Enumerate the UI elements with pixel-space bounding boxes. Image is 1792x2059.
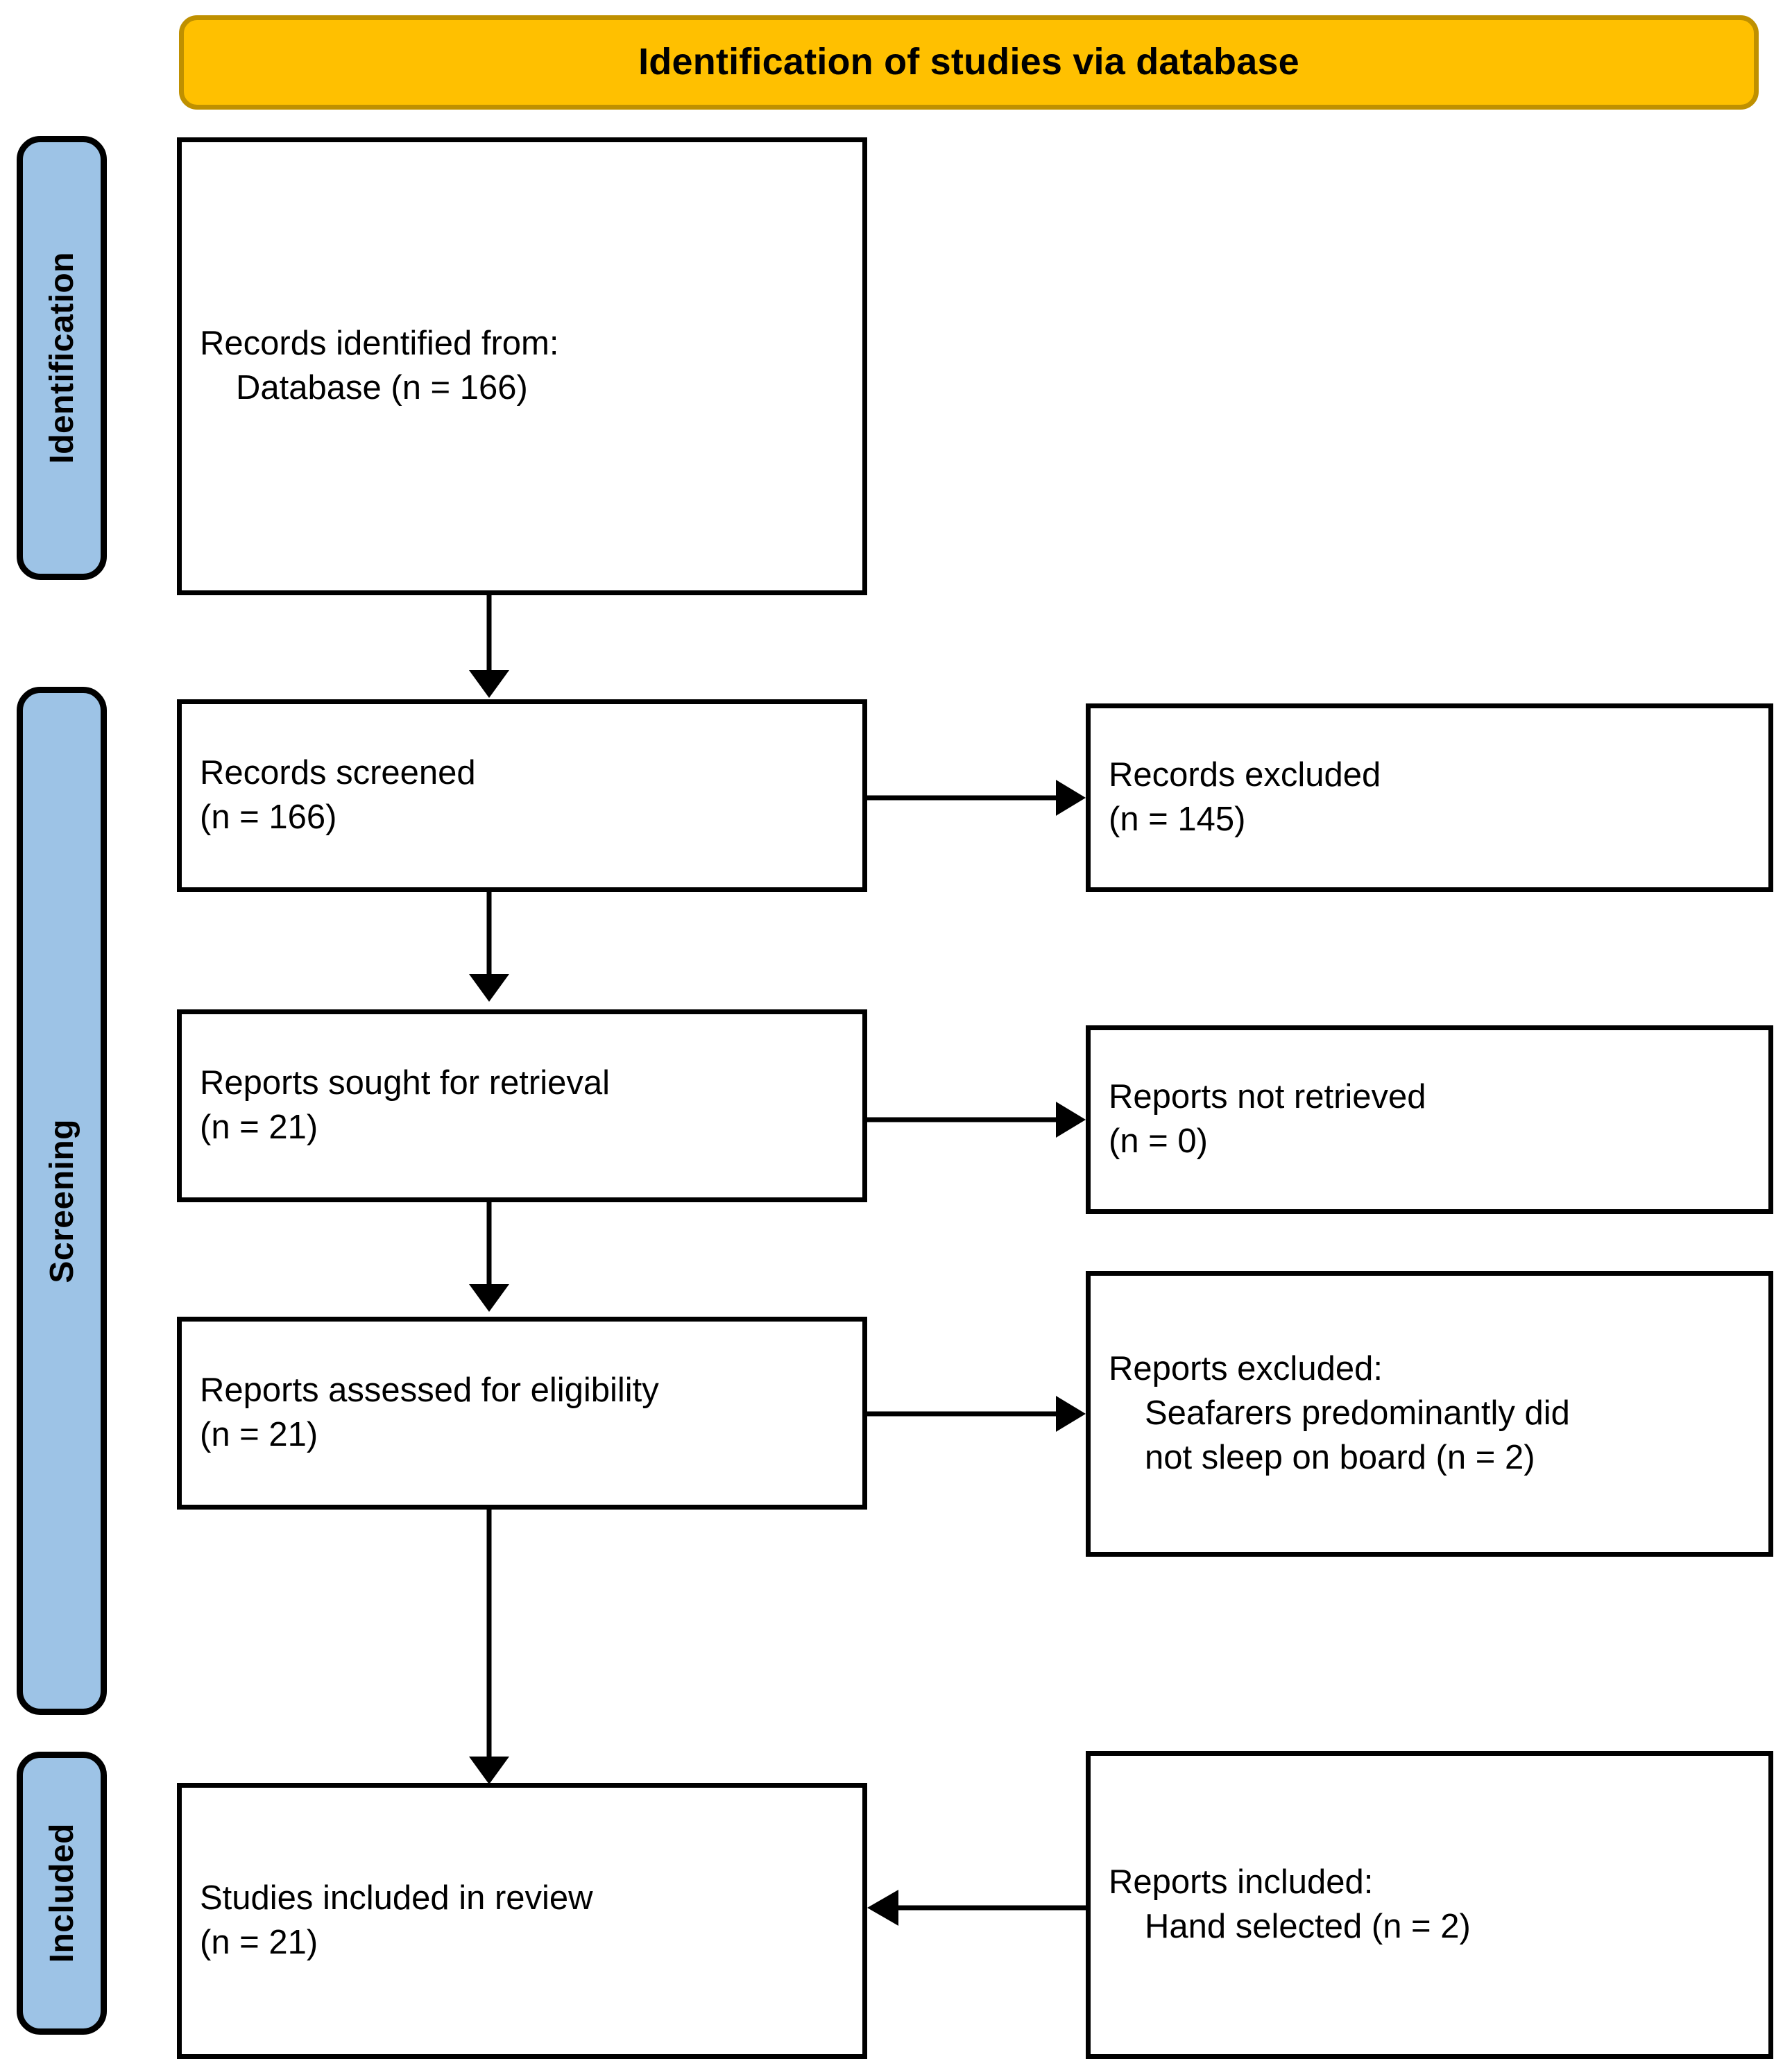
box-line: (n = 21) bbox=[200, 1416, 318, 1453]
box-line: Reports included: bbox=[1109, 1863, 1374, 1902]
box-line: Database (n = 166) bbox=[236, 369, 528, 407]
diagram-header-label: Identification of studies via database bbox=[638, 41, 1299, 83]
box-line: (n = 0) bbox=[1109, 1122, 1208, 1160]
connector-screened-to-excluded bbox=[867, 770, 1089, 826]
stage-pill-identification: Identification bbox=[17, 136, 107, 580]
connector-assessed-to-studies-included bbox=[458, 1510, 520, 1787]
box-line: Records identified from: bbox=[200, 325, 559, 363]
box-line: (n = 21) bbox=[200, 1924, 318, 1961]
stage-pill-included-label: Included bbox=[43, 1823, 80, 1963]
diagram-header-banner: Identification of studies via database bbox=[179, 15, 1759, 110]
stage-pill-screening: Screening bbox=[17, 687, 107, 1715]
box-reports-sought-text: Reports sought for retrieval (n = 21) bbox=[182, 1061, 862, 1150]
box-reports-excluded: Reports excluded: Seafarers predominantl… bbox=[1086, 1271, 1773, 1557]
box-line: (n = 21) bbox=[200, 1109, 318, 1146]
box-line: Reports sought for retrieval bbox=[200, 1064, 610, 1102]
box-reports-sought: Reports sought for retrieval (n = 21) bbox=[177, 1009, 867, 1202]
box-line: Reports not retrieved bbox=[1109, 1078, 1426, 1116]
box-line: Reports excluded: bbox=[1109, 1350, 1383, 1388]
box-line: Studies included in review bbox=[200, 1879, 593, 1917]
connector-assessed-to-reports-excluded bbox=[867, 1386, 1089, 1442]
connector-reports-included-to-studies-included bbox=[864, 1880, 1089, 1936]
box-line: Reports assessed for eligibility bbox=[200, 1372, 659, 1410]
box-reports-included-text: Reports included: Hand selected (n = 2) bbox=[1091, 1861, 1768, 1949]
box-records-identified: Records identified from: Database (n = 1… bbox=[177, 137, 867, 595]
connector-screened-to-sought bbox=[458, 892, 520, 1003]
box-line: Hand selected (n = 2) bbox=[1145, 1908, 1471, 1945]
box-reports-assessed: Reports assessed for eligibility (n = 21… bbox=[177, 1317, 867, 1510]
connector-sought-to-not-retrieved bbox=[867, 1092, 1089, 1147]
box-reports-included: Reports included: Hand selected (n = 2) bbox=[1086, 1751, 1773, 2059]
box-records-identified-text: Records identified from: Database (n = 1… bbox=[182, 322, 862, 410]
box-records-screened-text: Records screened (n = 166) bbox=[182, 751, 862, 839]
stage-pill-identification-label: Identification bbox=[43, 252, 80, 464]
box-line: Records screened bbox=[200, 754, 476, 792]
box-line: (n = 145) bbox=[1109, 801, 1246, 838]
box-line: Seafarers predominantly did bbox=[1145, 1394, 1570, 1433]
stage-pill-screening-label: Screening bbox=[43, 1118, 80, 1283]
box-studies-included-text: Studies included in review (n = 21) bbox=[182, 1877, 862, 1965]
stage-pill-included: Included bbox=[17, 1752, 107, 2035]
box-line: (n = 166) bbox=[200, 798, 337, 836]
box-records-excluded-text: Records excluded (n = 145) bbox=[1091, 753, 1768, 841]
box-line: Records excluded bbox=[1109, 756, 1381, 794]
box-records-screened: Records screened (n = 166) bbox=[177, 699, 867, 892]
box-reports-not-retrieved: Reports not retrieved (n = 0) bbox=[1086, 1025, 1773, 1214]
box-line: not sleep on board (n = 2) bbox=[1145, 1438, 1535, 1476]
connector-sought-to-assessed bbox=[458, 1202, 520, 1313]
box-reports-assessed-text: Reports assessed for eligibility (n = 21… bbox=[182, 1369, 862, 1457]
box-reports-not-retrieved-text: Reports not retrieved (n = 0) bbox=[1091, 1075, 1768, 1163]
box-reports-excluded-text: Reports excluded: Seafarers predominantl… bbox=[1091, 1347, 1768, 1480]
box-studies-included: Studies included in review (n = 21) bbox=[177, 1783, 867, 2059]
box-records-excluded: Records excluded (n = 145) bbox=[1086, 703, 1773, 892]
connector-identified-to-screened bbox=[458, 595, 520, 699]
